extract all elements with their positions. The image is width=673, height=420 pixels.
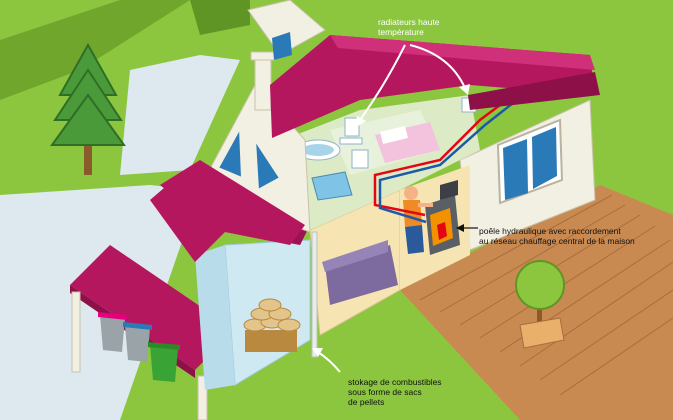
hedge-top-right: [190, 0, 250, 35]
label-storage-line-2: sous forme de sacs: [348, 387, 422, 397]
label-radiators-line-1: radiateurs haute: [378, 17, 440, 27]
label-stove-line-2: au réseau chauffage central de la maison: [479, 236, 635, 246]
tree-icon: [50, 42, 126, 175]
label-storage-line-3: de pellets: [348, 397, 385, 407]
house-window: [496, 118, 564, 205]
main-roof-ridge: [330, 35, 595, 70]
label-storage: stokage de combustibles sous forme de sa…: [348, 377, 442, 407]
label-radiators: radiateurs haute température: [378, 17, 439, 37]
arrow-head-storage: [312, 348, 323, 357]
garage-wall-side: [195, 245, 235, 390]
stove-icon: [425, 180, 460, 255]
stove-pipe-hot: [373, 180, 426, 217]
main-roof-edge: [468, 72, 600, 110]
bathtub-icon: [295, 139, 341, 161]
chimney: [254, 54, 272, 111]
bed-icon: [375, 122, 440, 163]
hedge: [0, 0, 190, 100]
garden-path: [120, 55, 240, 175]
recycling-bin-icon: [98, 312, 180, 382]
drainpipe: [311, 231, 318, 358]
gable-window-left: [216, 124, 244, 180]
label-stove: poêle hydraulique avec raccordement au r…: [479, 226, 635, 246]
potted-tree-icon: [515, 260, 565, 349]
annotation-arrows: [359, 44, 466, 121]
cold-water-pipe: [378, 95, 523, 185]
arrow-head-radiator-2: [459, 84, 470, 95]
label-storage-line-1: stokage de combustibles: [348, 377, 442, 387]
label-stove-line-1: poêle hydraulique avec raccordement: [479, 226, 621, 236]
bathroom-tile: [311, 171, 353, 201]
back-gable-window: [272, 32, 292, 60]
sofa-icon: [322, 240, 398, 305]
hot-water-pipe: [373, 89, 521, 180]
carport-post-left: [71, 291, 81, 373]
back-gable: [247, 0, 326, 56]
arrow-head-stove: [456, 224, 464, 232]
dormer-roof: [160, 160, 305, 245]
pellet-bags-icon: [243, 298, 301, 352]
chimney-cap: [250, 51, 276, 61]
gable-window-right: [253, 136, 282, 192]
label-radiators-line-2: température: [378, 27, 424, 37]
carport-roof: [70, 245, 235, 370]
arrow-head-radiator-1: [355, 116, 366, 128]
sink-icon: [339, 117, 363, 145]
stove-pipe-cold: [378, 185, 427, 224]
carport-post-right: [197, 375, 208, 420]
